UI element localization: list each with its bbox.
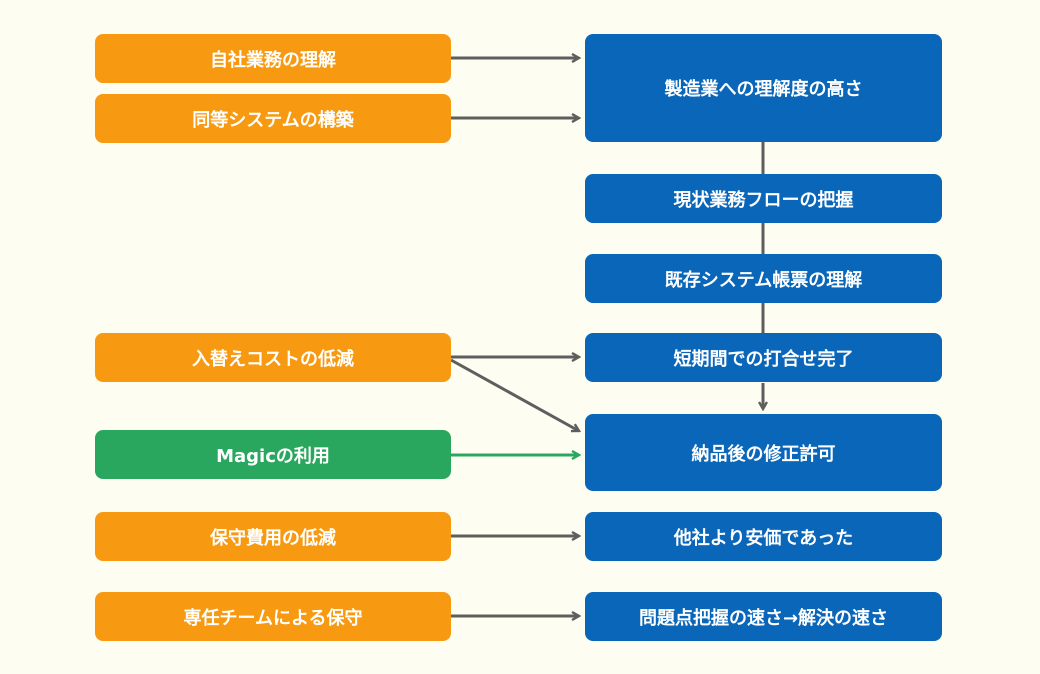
outcome-post-delivery: 納品後の修正許可 bbox=[585, 414, 942, 491]
outcome-short-period: 短期間での打合せ完了 bbox=[585, 333, 942, 382]
factor-magic: Magicの利用 bbox=[95, 430, 451, 479]
factor-dedicated-team: 専任チームによる保守 bbox=[95, 592, 451, 641]
outcome-cheaper: 他社より安価であった bbox=[585, 512, 942, 561]
factor-similar-system: 同等システムの構築 bbox=[95, 94, 451, 143]
factor-own-business-label: 自社業務の理解 bbox=[210, 49, 336, 71]
outcome-speed-label: 問題点把握の速さ→解決の速さ bbox=[638, 607, 889, 629]
outcome-cheaper-label: 他社より安価であった bbox=[673, 527, 854, 549]
factor-own-business: 自社業務の理解 bbox=[95, 34, 451, 83]
outcome-current-flow: 現状業務フローの把握 bbox=[585, 174, 942, 223]
factor-replacement-cost-label: 入替えコストの低減 bbox=[192, 348, 354, 370]
outcome-manufacturing-label: 製造業への理解度の高さ bbox=[664, 79, 863, 100]
outcome-speed: 問題点把握の速さ→解決の速さ bbox=[585, 592, 942, 641]
outcome-current-flow-label: 現状業務フローの把握 bbox=[673, 189, 854, 211]
factor-magic-label: Magicの利用 bbox=[216, 445, 330, 467]
factor-maintenance-cost: 保守費用の低減 bbox=[95, 512, 451, 561]
factor-dedicated-team-label: 専任チームによる保守 bbox=[183, 607, 363, 629]
outcome-manufacturing: 製造業への理解度の高さ bbox=[585, 34, 942, 142]
outcome-existing-forms-label: 既存システム帳票の理解 bbox=[664, 269, 863, 291]
outcome-existing-forms: 既存システム帳票の理解 bbox=[585, 254, 942, 303]
outcome-short-period-label: 短期間での打合せ完了 bbox=[673, 348, 854, 370]
outcome-post-delivery-label: 納品後の修正許可 bbox=[691, 443, 836, 465]
factor-replacement-cost: 入替えコストの低減 bbox=[95, 333, 451, 382]
arrow-replacement-cost-diagonal bbox=[450, 358, 579, 433]
factor-similar-system-label: 同等システムの構築 bbox=[192, 109, 354, 131]
factor-maintenance-cost-label: 保守費用の低減 bbox=[210, 527, 336, 549]
